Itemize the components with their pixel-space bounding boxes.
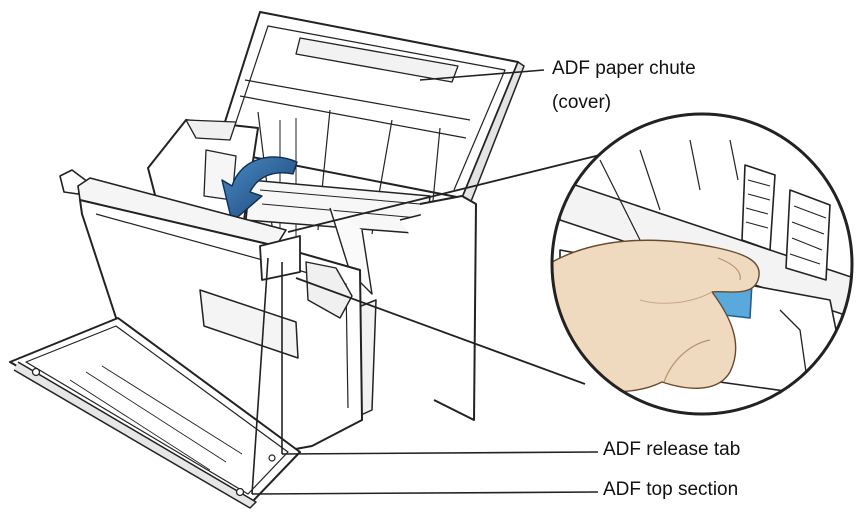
magnified-detail	[550, 112, 854, 416]
adf-release-tab-label: ADF release tab	[603, 439, 741, 460]
finger-icon	[552, 239, 760, 393]
adf-paper-chute	[215, 11, 525, 251]
adf-top-section-label: ADF top section	[603, 479, 739, 500]
scanner-body	[147, 119, 477, 421]
curved-arrow-icon	[221, 156, 298, 223]
callout-leaders	[251, 69, 599, 495]
magnifier-connectors	[287, 153, 605, 385]
adf-paper-chute-label: ADF paper chute	[552, 58, 696, 79]
adf-paper-chute-sublabel: (cover)	[552, 92, 612, 113]
output-tray	[9, 317, 301, 509]
adf-top-section	[59, 169, 363, 463]
